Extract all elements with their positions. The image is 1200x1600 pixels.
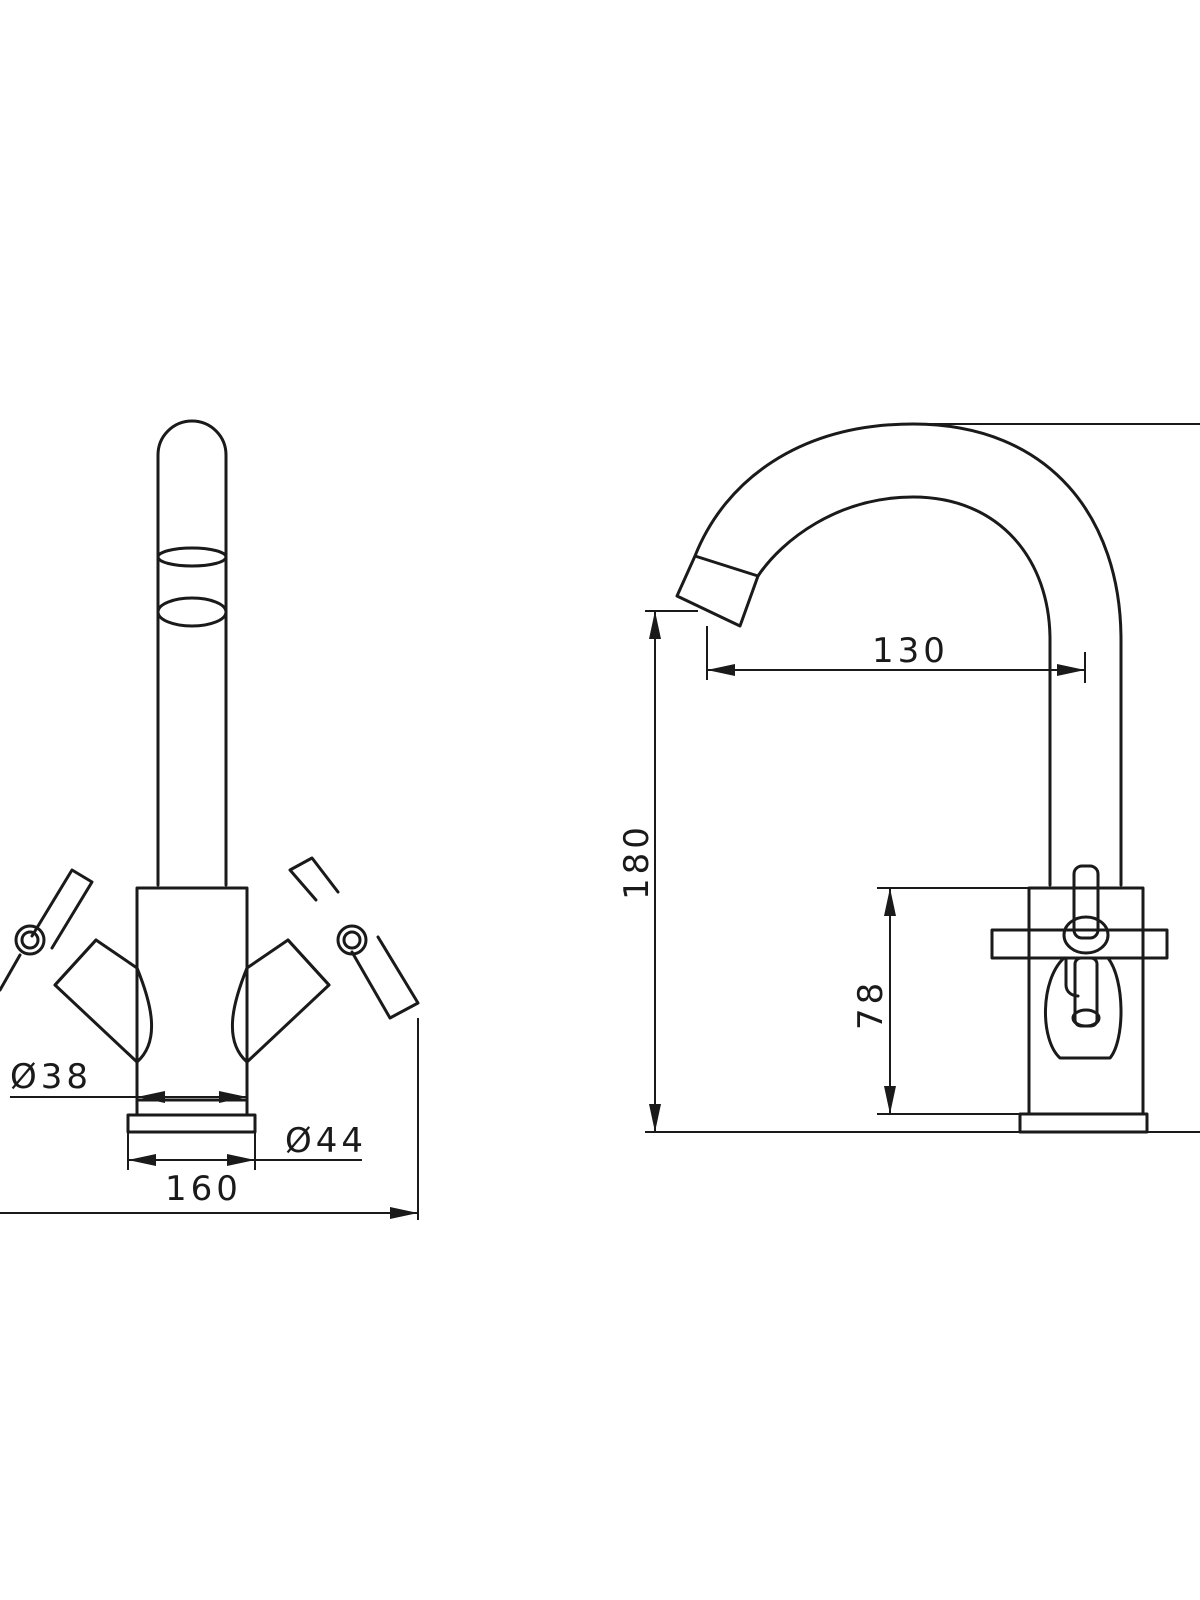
dim-front-body-diameter: Ø38 (10, 1057, 247, 1103)
dim-side-overall-height: 180 (617, 610, 1020, 1133)
front-spout-collar-top (156, 546, 228, 568)
dim-front-overall-width: 160 (0, 1018, 419, 1220)
dim-side-handle-height: 78 (851, 887, 1029, 1115)
dim-handle-height-label: 78 (851, 979, 891, 1030)
side-spout-inner (756, 495, 1052, 887)
dim-side-spout-reach: 130 (706, 626, 1086, 683)
dim-front-base-diameter: Ø44 (127, 1121, 367, 1170)
front-view: Ø38 Ø44 160 (0, 419, 420, 1220)
dim-overall-width-label: 160 (165, 1169, 242, 1209)
front-base (126, 1113, 257, 1134)
dim-spout-reach-label: 130 (872, 631, 949, 671)
side-base (1018, 1112, 1149, 1134)
dim-base-diameter-label: Ø44 (285, 1121, 367, 1161)
side-view: 130 180 78 (617, 422, 1200, 1134)
dim-overall-height-label: 180 (617, 823, 657, 900)
front-right-handle (230, 856, 420, 1064)
dim-body-diameter-label: Ø38 (10, 1057, 92, 1097)
right-extension-lines (913, 423, 1200, 1133)
front-spout-outlet (156, 596, 228, 628)
front-left-handle (0, 868, 154, 1064)
front-spout-pipe (156, 419, 228, 887)
front-body (135, 886, 249, 1102)
side-handle (990, 864, 1169, 1060)
side-spout-tip (675, 554, 760, 628)
